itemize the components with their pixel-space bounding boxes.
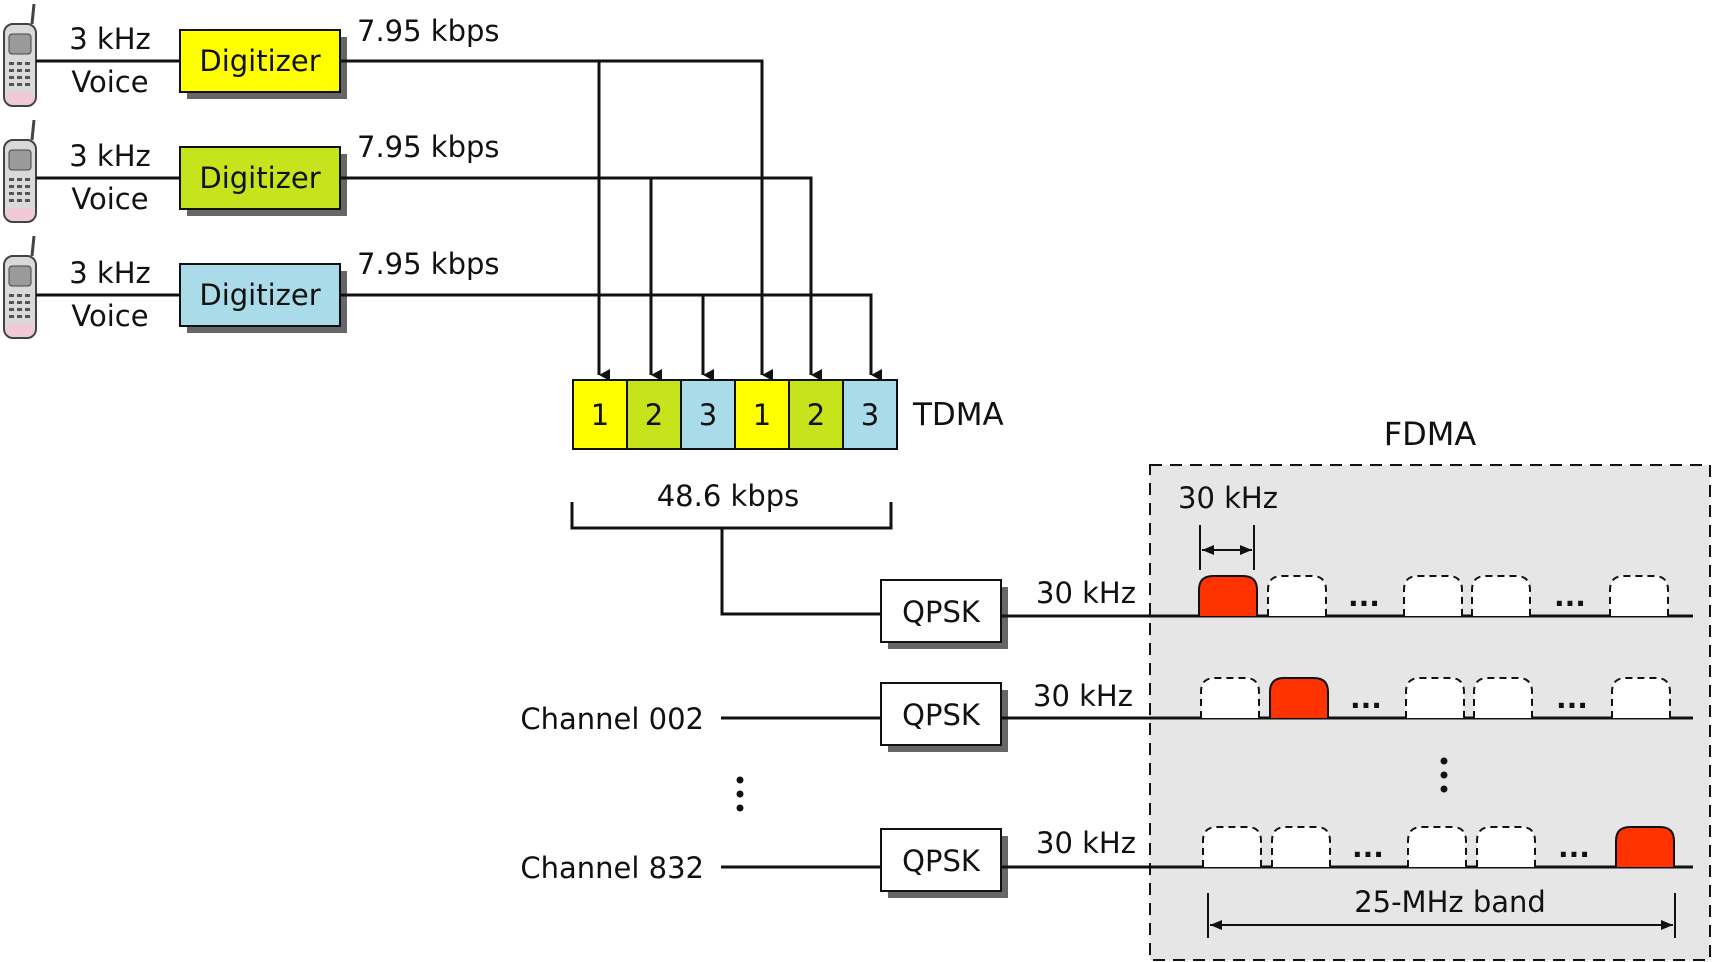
active-channel-slot (1615, 826, 1675, 867)
digitizer-box-1 (179, 29, 341, 93)
fdma-vertical-ellipsis (1440, 757, 1448, 793)
cell-phone-icon (3, 3, 37, 107)
tdma-slot-label-3: 3 (699, 398, 717, 432)
idle-channel-slot (1405, 677, 1465, 718)
tdma-slot-label-6: 3 (861, 398, 879, 432)
cell-phone-icon (3, 119, 37, 223)
digitizer-output-line-2 (340, 176, 822, 381)
slot-ellipsis: ... (1558, 831, 1590, 864)
voice-freq-3: 3 kHz (69, 256, 151, 290)
digitizer-label-2: Digitizer (199, 161, 320, 195)
idle-channel-slot (1403, 575, 1463, 616)
idle-channel-slot (1473, 677, 1533, 718)
fdma-channel-width-label: 30 kHz (1178, 481, 1278, 515)
slot-ellipsis: ... (1350, 682, 1382, 715)
voice-row-3: 3 kHz Voice Digitizer 7.95 kbps (3, 235, 882, 381)
qpsk-box-1 (880, 579, 1002, 643)
fdma-label: FDMA (1384, 415, 1477, 453)
modulator-row-2: Channel 002 QPSK 30 kHz (520, 679, 1693, 752)
channel-vertical-ellipsis (736, 776, 744, 812)
modulator-row-3: Channel 832 QPSK 30 kHz (520, 826, 1693, 898)
active-channel-slot (1198, 575, 1258, 616)
voice-freq-1: 3 kHz (69, 22, 151, 56)
tdma-rate-bracket (570, 502, 893, 530)
tdma-slot-label-1: 1 (591, 398, 609, 432)
digitizer-output-line-3 (340, 293, 882, 381)
idle-channel-slot (1407, 826, 1467, 867)
idle-channel-slot (1609, 575, 1669, 616)
qpsk-box-2 (880, 682, 1002, 746)
qpsk-label-1: QPSK (902, 595, 981, 629)
digitizer-output-line-1 (340, 59, 773, 381)
voice-kind-2: Voice (71, 182, 148, 216)
slot-ellipsis: ... (1348, 580, 1380, 613)
tdma-to-qpsk-line (720, 528, 882, 616)
tdma-label: TDMA (912, 397, 1004, 433)
voice-row-2: 3 kHz Voice Digitizer 7.95 kbps (3, 119, 822, 381)
idle-channel-slot (1271, 826, 1331, 867)
modulator-row-1: QPSK 30 kHz (880, 576, 1693, 649)
tdma-rate-label: 48.6 kbps (657, 479, 800, 513)
band-label: 25-MHz band (1354, 885, 1546, 919)
active-channel-slot (1269, 677, 1329, 718)
voice-freq-2: 3 kHz (69, 139, 151, 173)
idle-channel-slot (1471, 575, 1531, 616)
qpsk-box-3 (880, 828, 1002, 892)
cell-phone-icon (3, 235, 37, 339)
tdma-slot-6 (842, 379, 898, 450)
digitizer-label-3: Digitizer (199, 278, 320, 312)
voice-kind-3: Voice (71, 299, 148, 333)
rate-label-1: 7.95 kbps (357, 14, 500, 48)
tdma-slot-label-2: 2 (645, 398, 663, 432)
qpsk-label-2: QPSK (902, 698, 981, 732)
tdma-slot-label-4: 1 (753, 398, 771, 432)
idle-channel-slot (1200, 677, 1260, 718)
bandwidth-label-2: 30 kHz (1033, 679, 1133, 713)
slot-ellipsis: ... (1556, 682, 1588, 715)
bandwidth-label-3: 30 kHz (1036, 826, 1136, 860)
qpsk-label-3: QPSK (902, 844, 981, 878)
idle-channel-slot (1611, 677, 1671, 718)
tdma-slot-1 (572, 379, 628, 450)
tdma-frame: 1 2 3 1 2 3 (572, 379, 898, 450)
channel-label-2: Channel 002 (520, 702, 704, 736)
idle-channel-slot (1202, 826, 1262, 867)
slot-ellipsis: ... (1554, 580, 1586, 613)
voice-row-1: 3 kHz Voice Digitizer 7.95 kbps (3, 3, 773, 381)
bandwidth-label-1: 30 kHz (1036, 576, 1136, 610)
tdma-slot-2 (626, 379, 682, 450)
idle-channel-slot (1476, 826, 1536, 867)
digitizer-box-3 (179, 263, 341, 327)
rate-label-3: 7.95 kbps (357, 247, 500, 281)
voice-kind-1: Voice (71, 65, 148, 99)
tdma-slot-label-5: 2 (807, 398, 825, 432)
digitizer-label-1: Digitizer (199, 44, 320, 78)
tdma-slot-5 (788, 379, 844, 450)
slot-ellipsis: ... (1352, 831, 1384, 864)
idle-channel-slot (1267, 575, 1327, 616)
channel-label-3: Channel 832 (520, 851, 704, 885)
rate-label-2: 7.95 kbps (357, 130, 500, 164)
fdma-channel-slots: .................. (1198, 575, 1675, 867)
